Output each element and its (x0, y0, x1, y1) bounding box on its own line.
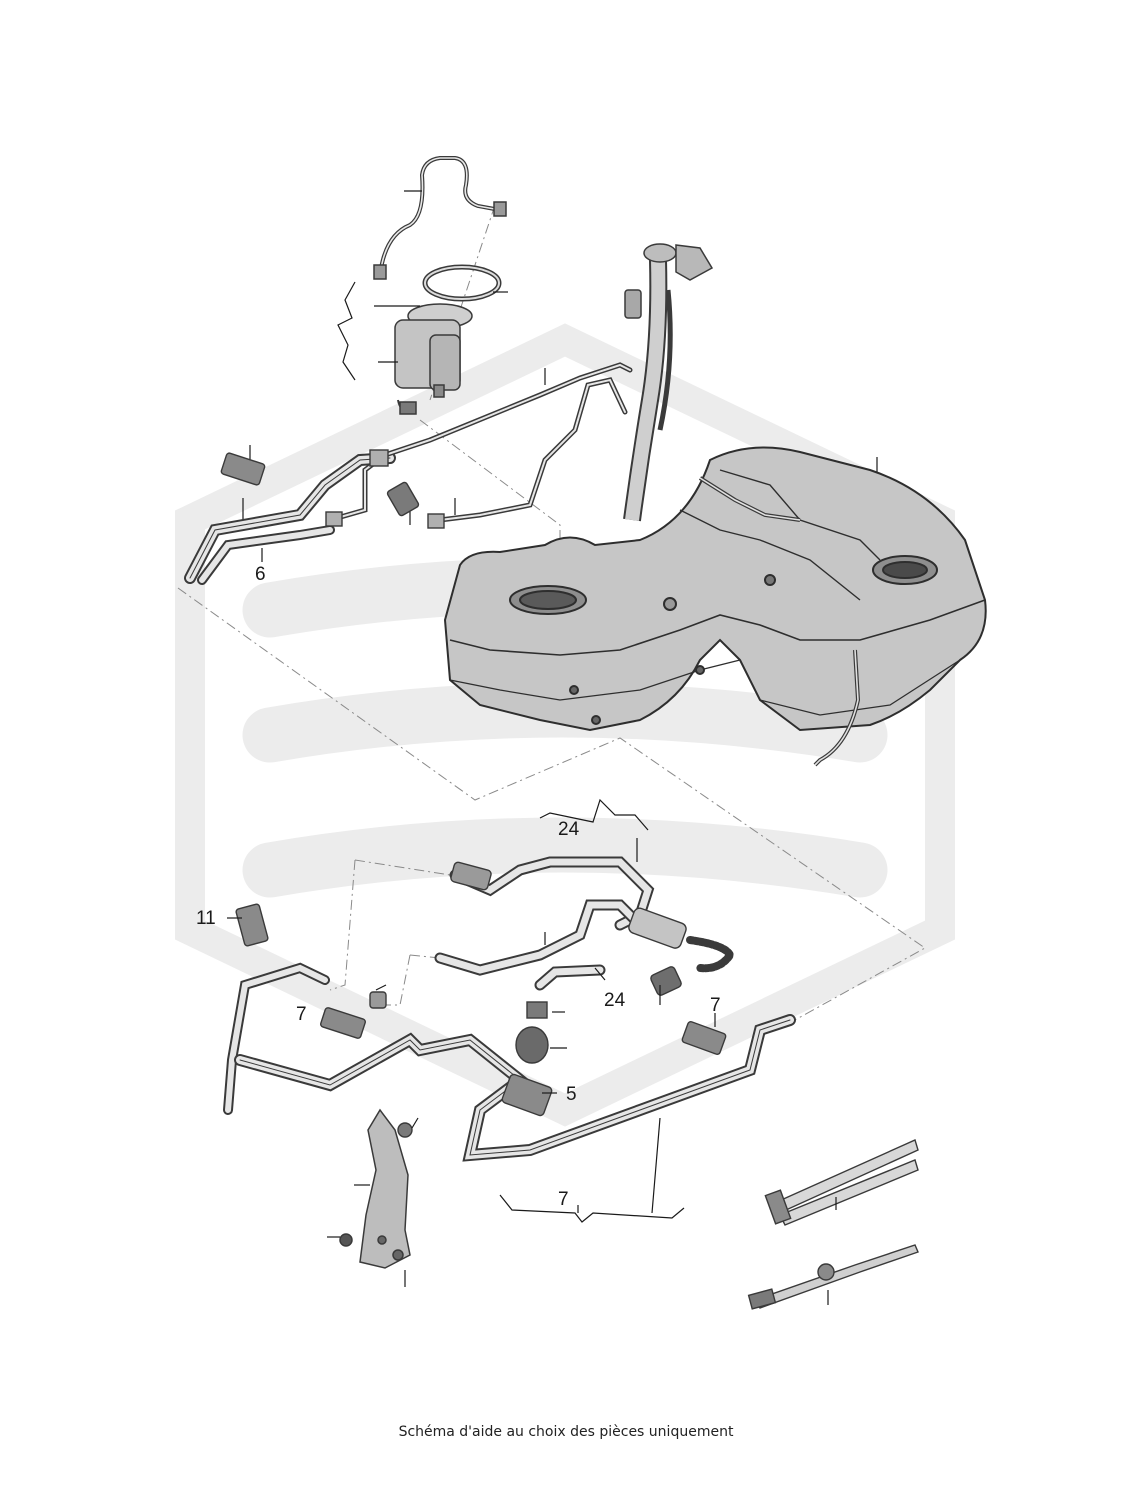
filler-neck (623, 243, 714, 522)
callout-labels: 6 24 11 24 7 7 5 7 (196, 564, 721, 1210)
clip-7-right (681, 1020, 727, 1056)
clip-5 (501, 1073, 553, 1117)
upper-small-parts (220, 449, 445, 529)
callout-11: 11 (196, 908, 216, 929)
cable-tie-lower (747, 1244, 919, 1310)
upper-fuel-lines (184, 362, 633, 585)
callout-24-bottom: 24 (604, 990, 626, 1011)
lower-small-parts (235, 861, 727, 1138)
cable-tie-upper (764, 1139, 919, 1226)
callout-6: 6 (255, 564, 266, 585)
callout-7-left: 7 (296, 1004, 307, 1025)
fuel-filter (628, 907, 687, 949)
line-bracket (339, 1108, 411, 1269)
clip-11 (235, 903, 269, 947)
fuel-connector-a (450, 861, 492, 891)
lower-fuel-lines (223, 856, 796, 1162)
callout-7-bottom: 7 (558, 1189, 569, 1210)
clip-7-left (320, 1007, 366, 1039)
disclaimer-text: Schéma d'aide au choix des pièces unique… (398, 1424, 734, 1440)
assembly-outline (177, 204, 926, 1021)
pressure-regulator (515, 1026, 549, 1064)
leader-lines (242, 190, 878, 562)
fuel-pump-sender (373, 156, 507, 415)
fuel-tank (443, 446, 987, 767)
pressure-valve (650, 966, 682, 996)
callout-7-right: 7 (710, 995, 721, 1016)
line-clip-upper (220, 452, 266, 486)
callout-24-top: 24 (558, 819, 580, 840)
leader-lines-lower (227, 798, 837, 1305)
sender-wire (378, 156, 501, 276)
callout-5: 5 (566, 1084, 577, 1105)
